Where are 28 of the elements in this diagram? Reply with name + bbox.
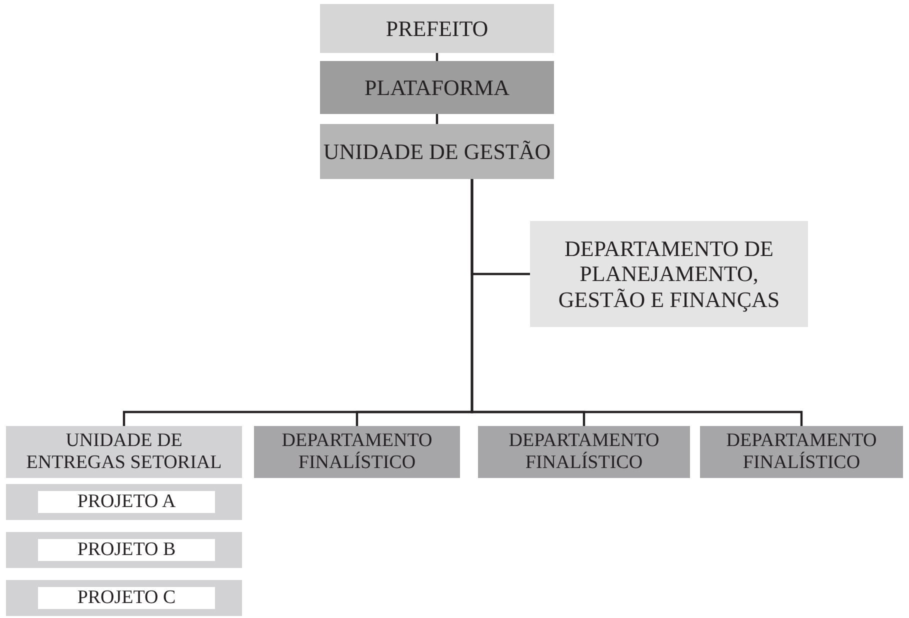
node-label: DEPARTAMENTO FINALÍSTICO (280, 430, 434, 474)
org-box (700, 426, 903, 478)
org-box (478, 426, 690, 478)
band (6, 532, 242, 568)
org-box (320, 61, 554, 114)
project-box (38, 491, 215, 513)
project-box (38, 539, 215, 561)
node-label: DEPARTAMENTO FINALÍSTICO (725, 430, 878, 474)
org-box (320, 124, 554, 179)
connector-line (436, 114, 438, 124)
node-label: UNIDADE DE ENTREGAS SETORIAL (25, 430, 223, 474)
node-label: PREFEITO (386, 16, 488, 42)
node-label: DEPARTAMENTO FINALÍSTICO (508, 430, 660, 474)
connector-line (470, 179, 803, 426)
node-label: DEPARTAMENTO DE PLANEJAMENTO, GESTÃO E FINANÇAS (557, 236, 781, 312)
band (6, 484, 242, 520)
band (6, 580, 242, 616)
node-label: PROJETO C (77, 587, 176, 609)
connector-line (436, 53, 438, 61)
node-label: PROJETO B (77, 539, 176, 561)
node-label: UNIDADE DE GESTÃO (323, 138, 551, 164)
org-box (530, 221, 808, 327)
node-label: PLATAFORMA (364, 74, 510, 100)
org-box (320, 4, 554, 53)
project-box (38, 587, 215, 609)
node-label: PROJETO A (77, 491, 176, 513)
org-box (6, 426, 242, 478)
org-box (254, 426, 460, 478)
